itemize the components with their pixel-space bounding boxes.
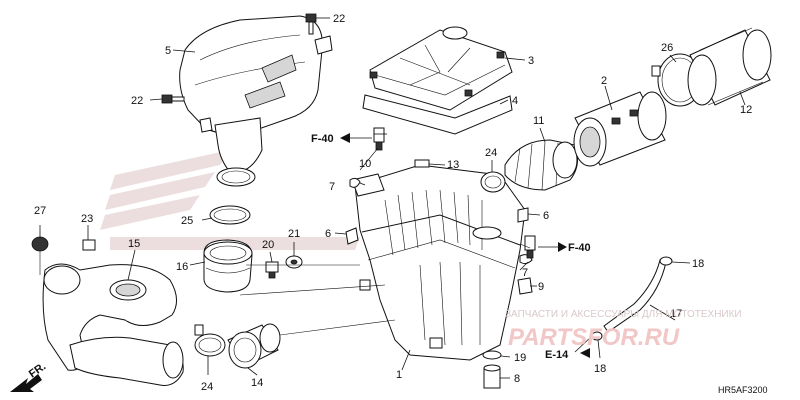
part-3-cover [369, 26, 513, 111]
callout-7-left: 7 [329, 181, 335, 193]
part-12-prefilter [687, 27, 772, 106]
callout-12: 12 [740, 104, 752, 116]
part-24-band-lower [194, 324, 226, 357]
part-6-fastener-left [345, 227, 359, 245]
callout-10: 10 [359, 158, 371, 170]
watermark-line: ЗАПЧАСТИ И АКСЕССУАРЫ ДЛЯ МОТОТЕХНИКИ [505, 309, 742, 320]
arrow-e14 [580, 348, 590, 358]
ref-e14: E-14 [545, 349, 569, 361]
ref-f40-right: F-40 [568, 242, 591, 254]
part-7-clip-left [349, 177, 361, 188]
callout-13: 13 [447, 159, 459, 171]
part-16-joint [203, 239, 253, 293]
callout-9: 9 [538, 281, 544, 293]
callout-27: 27 [34, 205, 46, 217]
part-19-oring [482, 350, 502, 360]
diagram-code: HR5AF3200 [718, 385, 768, 395]
callout-18-lower: 18 [594, 363, 606, 375]
callout-21: 21 [288, 228, 300, 240]
callout-15: 15 [128, 238, 140, 250]
part-4-seal [362, 94, 513, 135]
part-6-fastener-right [517, 207, 529, 223]
arrow-f40-right [558, 242, 567, 252]
part-21-grommet [285, 255, 303, 269]
callout-11: 11 [533, 115, 544, 127]
part-14-tube [227, 323, 281, 369]
part-9-clamp [517, 277, 533, 295]
callout-24-lower: 24 [201, 381, 213, 393]
part-22-bolt-left [161, 94, 185, 104]
callout-18-upper: 18 [692, 258, 704, 270]
ref-f40-left: F-40 [311, 133, 334, 145]
callout-8: 8 [514, 373, 520, 385]
callout-24-upper: 24 [485, 147, 497, 159]
callout-16: 16 [176, 261, 188, 273]
callout-22-left: 22 [131, 95, 143, 107]
part-1-housing [351, 164, 526, 361]
f40-right-connector [524, 235, 536, 259]
housing-ribs [384, 189, 483, 346]
part-25-band [209, 205, 251, 225]
callout-5: 5 [165, 45, 171, 57]
part-20-sensor [265, 261, 279, 279]
part-10-clip [373, 127, 385, 151]
part-2-element [573, 91, 667, 167]
leader-lines [39, 17, 746, 379]
part-5-duct-cover [179, 15, 333, 187]
callout-7-right: 7 [522, 267, 528, 279]
watermark-brand: PARTSFOR.RU [508, 324, 680, 351]
callout-20: 20 [262, 239, 274, 251]
callout-4: 4 [512, 95, 518, 107]
part-24-band-upper [480, 171, 506, 193]
callout-23: 23 [81, 213, 93, 225]
part-18-clip-upper [659, 256, 673, 266]
callout-22-top: 22 [333, 13, 345, 25]
callout-19: 19 [514, 352, 526, 364]
callout-25: 25 [181, 215, 193, 227]
callout-1: 1 [396, 369, 402, 381]
callout-17: 17 [670, 308, 682, 320]
part-13-label [414, 159, 430, 168]
part-8-plug [483, 364, 501, 389]
front-label: FR. [27, 360, 48, 380]
part-23-screw [82, 239, 96, 251]
front-arrow-icon: FR. [10, 360, 48, 392]
part-11-boot [504, 139, 579, 191]
callout-2: 2 [601, 75, 607, 87]
part-17-hose [603, 259, 667, 333]
callout-3: 3 [528, 55, 534, 67]
part-15-intake-duct [42, 263, 184, 386]
callout-6-right: 6 [543, 210, 549, 222]
callout-14: 14 [251, 377, 263, 389]
callout-6-left: 6 [325, 228, 331, 240]
callout-labels: 1 2 3 4 5 6 6 7 7 8 9 10 11 12 13 14 15 … [34, 13, 752, 393]
callout-26: 26 [661, 42, 673, 54]
